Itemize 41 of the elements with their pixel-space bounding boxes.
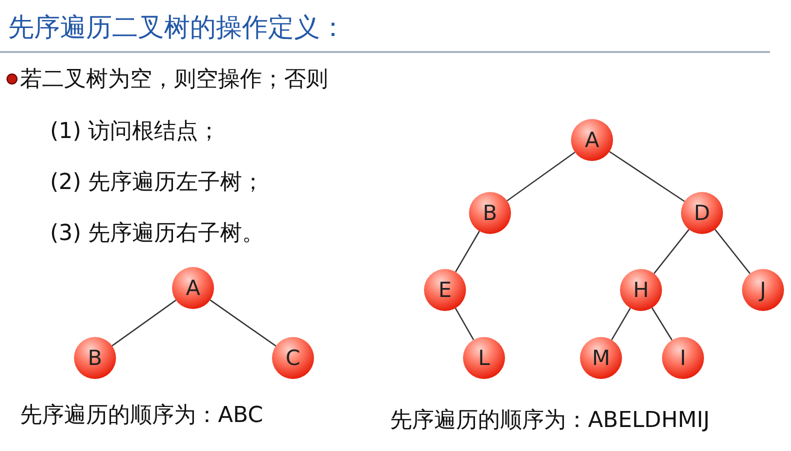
tree-edge xyxy=(654,229,690,274)
tree-node-circle xyxy=(620,269,662,311)
node-letter: H xyxy=(633,278,649,302)
tree-edge xyxy=(609,151,685,202)
tree-node-circle xyxy=(571,119,613,161)
tree-node-circle xyxy=(463,337,505,379)
step-text: (2) 先序遍历左子树； xyxy=(50,169,264,197)
node-letter: L xyxy=(478,346,490,370)
tree-node-circle xyxy=(580,337,622,379)
step-text: (3) 先序遍历右子树。 xyxy=(50,220,264,248)
node-letter: D xyxy=(694,201,710,225)
tree-edge xyxy=(611,308,631,340)
node-letter: M xyxy=(592,346,610,370)
node-letter: E xyxy=(438,278,452,302)
tree-edge xyxy=(454,308,474,340)
tree-node-circle xyxy=(74,337,116,379)
tree-edge xyxy=(112,300,176,346)
tree-node-circle xyxy=(172,267,214,309)
step-text: (1) 访问根结点； xyxy=(50,118,220,146)
tree-node-circle xyxy=(742,269,784,311)
node-letter: B xyxy=(88,346,102,370)
tree-node-circle xyxy=(272,337,314,379)
tree-node-circle xyxy=(662,337,704,379)
traversal-result: 先序遍历的顺序为：ABELDHMIJ xyxy=(390,407,710,435)
tree-node-circle xyxy=(424,269,466,311)
tree-edge xyxy=(506,152,576,202)
tree-edge xyxy=(210,300,276,346)
tree-node-circle xyxy=(469,192,511,234)
node-letter: B xyxy=(482,201,498,225)
slide-title: 先序遍历二叉树的操作定义： xyxy=(8,12,346,45)
tree-edge xyxy=(651,308,673,340)
traversal-result: 先序遍历的顺序为：ABC xyxy=(20,402,264,430)
tree-node-circle xyxy=(681,192,723,234)
tree-edge xyxy=(455,230,480,272)
node-letter: C xyxy=(286,346,300,370)
node-letter: A xyxy=(186,276,200,300)
node-letter: I xyxy=(680,346,686,370)
bullet-text: 若二叉树为空，则空操作；否则 xyxy=(20,66,328,94)
tree-edge xyxy=(714,229,750,274)
node-letter: A xyxy=(584,128,600,152)
node-letter: J xyxy=(760,278,766,302)
